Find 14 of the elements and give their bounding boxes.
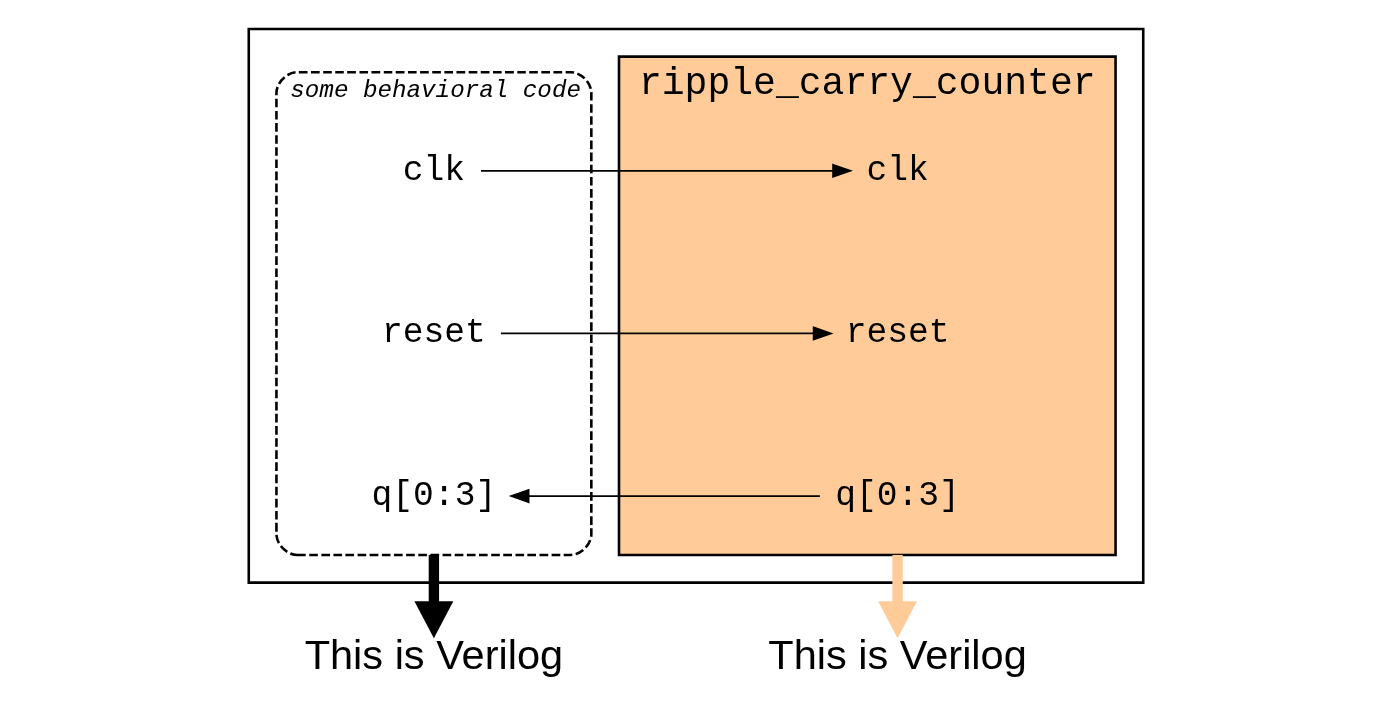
node-text: reset (845, 313, 949, 353)
node-text: q[0:3] (834, 475, 960, 515)
cluster (246, 27, 1145, 584)
arrow (499, 326, 834, 341)
arrow (877, 554, 917, 639)
arrow (479, 163, 853, 179)
arrow (508, 488, 821, 504)
node-text: reset (381, 313, 486, 353)
node-text: This is Verilog (304, 631, 563, 679)
node-text: This is Verilog (767, 631, 1027, 679)
node-text: clk (402, 150, 465, 190)
arrow (413, 554, 453, 639)
node-text: clk (865, 150, 929, 190)
node-text: q[0:3] (371, 475, 496, 515)
